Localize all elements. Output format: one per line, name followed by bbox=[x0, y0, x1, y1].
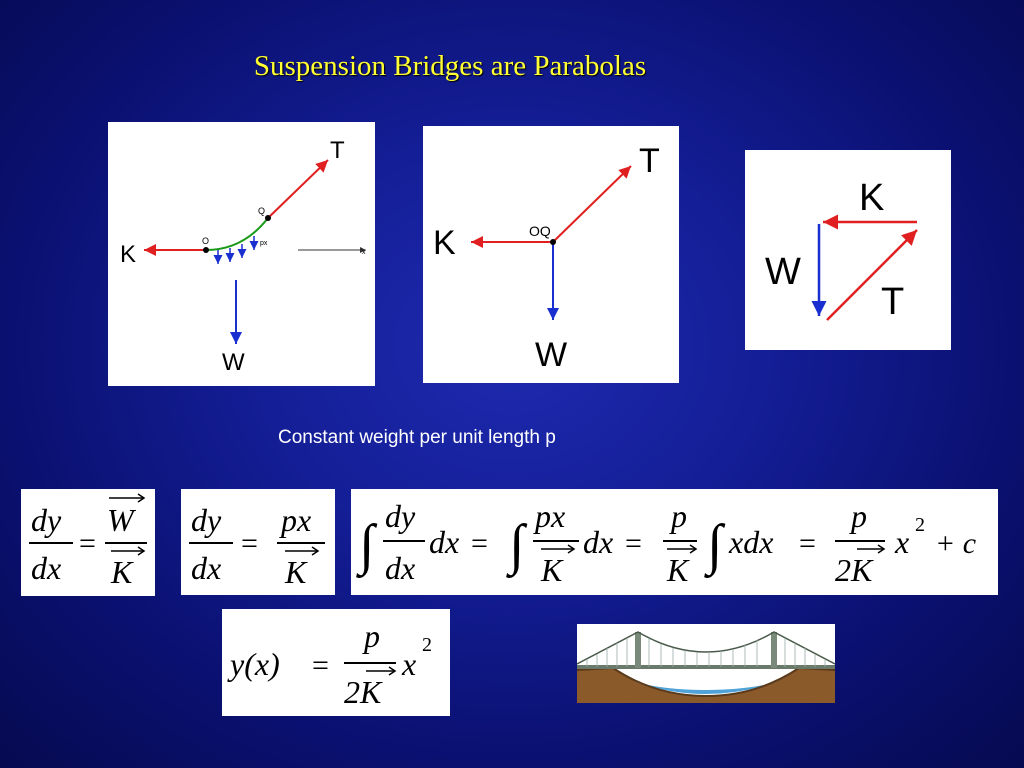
svg-text:K: K bbox=[110, 554, 134, 590]
label-w: W bbox=[535, 336, 567, 374]
svg-text:+ c: + c bbox=[935, 527, 976, 560]
cable-segment-diagram: T K W O Q px x bbox=[108, 122, 375, 386]
svg-text:=: = bbox=[312, 649, 329, 682]
svg-text:K: K bbox=[540, 552, 564, 588]
svg-text:dx: dx bbox=[31, 550, 61, 586]
svg-text:=: = bbox=[799, 527, 816, 560]
svg-text:p: p bbox=[362, 618, 380, 654]
label-px: px bbox=[260, 240, 268, 247]
label-oq: OQ bbox=[529, 223, 551, 239]
svg-text:x: x bbox=[894, 524, 909, 560]
main-cable bbox=[577, 631, 835, 665]
caption: Constant weight per unit length p bbox=[278, 427, 556, 448]
cable-curve bbox=[205, 217, 269, 251]
svg-text:dx: dx bbox=[429, 524, 459, 560]
equation-dy-dx-px-k: dy dx = px K bbox=[181, 489, 335, 595]
label-k: K bbox=[433, 224, 456, 262]
tension-arrow bbox=[552, 165, 632, 243]
equation-integration: ∫ dy dx dx = ∫ px K dx = p K ∫ xdx = p 2… bbox=[351, 489, 998, 595]
svg-text:∫: ∫ bbox=[356, 514, 378, 579]
label-w: W bbox=[765, 251, 801, 293]
equation-dy-dx-w-k: dy dx = W K bbox=[21, 489, 155, 596]
svg-text:p: p bbox=[669, 498, 687, 534]
svg-text:=: = bbox=[241, 527, 258, 560]
svg-text:px: px bbox=[279, 502, 311, 538]
right-tower bbox=[771, 632, 777, 668]
svg-text:2K: 2K bbox=[835, 552, 874, 588]
label-o: O bbox=[202, 236, 209, 246]
label-w: W bbox=[222, 349, 245, 376]
bridge-illustration bbox=[577, 624, 835, 703]
svg-text:dx: dx bbox=[583, 524, 613, 560]
svg-text:y(x): y(x) bbox=[227, 646, 280, 682]
svg-text:dy: dy bbox=[191, 502, 222, 538]
svg-text:dy: dy bbox=[31, 502, 62, 538]
svg-text:K: K bbox=[284, 554, 308, 590]
svg-text:=: = bbox=[471, 527, 488, 560]
force-triangle-diagram: K W T bbox=[745, 150, 951, 350]
label-k: K bbox=[859, 177, 884, 219]
tension-arrow bbox=[267, 159, 329, 219]
svg-text:∫: ∫ bbox=[506, 514, 528, 579]
label-t: T bbox=[881, 281, 904, 323]
svg-text:p: p bbox=[849, 498, 867, 534]
label-t: T bbox=[330, 137, 345, 164]
svg-text:2: 2 bbox=[422, 634, 432, 656]
water bbox=[635, 682, 777, 694]
svg-text:px: px bbox=[533, 498, 565, 534]
point-force-diagram: T K W OQ bbox=[423, 126, 679, 383]
slide-title: Suspension Bridges are Parabolas bbox=[253, 50, 647, 82]
svg-text:=: = bbox=[625, 527, 642, 560]
svg-text:dx: dx bbox=[191, 550, 221, 586]
point-oq bbox=[550, 239, 556, 245]
svg-text:W: W bbox=[107, 502, 137, 538]
svg-text:2: 2 bbox=[915, 514, 925, 536]
point-q bbox=[265, 215, 271, 221]
label-x: x bbox=[362, 249, 366, 256]
left-tower bbox=[635, 632, 641, 668]
t-arrow bbox=[826, 229, 918, 321]
svg-text:dx: dx bbox=[385, 550, 415, 586]
svg-text:2K: 2K bbox=[344, 674, 383, 710]
svg-text:xdx: xdx bbox=[728, 524, 773, 560]
ground bbox=[577, 668, 835, 703]
equation-parabola: y(x) = p 2K x 2 bbox=[222, 609, 450, 716]
svg-text:∫: ∫ bbox=[704, 514, 726, 579]
point-o bbox=[203, 247, 209, 253]
svg-text:=: = bbox=[79, 527, 96, 560]
label-k: K bbox=[120, 241, 136, 268]
svg-text:K: K bbox=[666, 552, 690, 588]
svg-text:dy: dy bbox=[385, 498, 416, 534]
label-t: T bbox=[639, 142, 660, 180]
label-q: Q bbox=[258, 206, 265, 216]
svg-text:x: x bbox=[401, 646, 416, 682]
